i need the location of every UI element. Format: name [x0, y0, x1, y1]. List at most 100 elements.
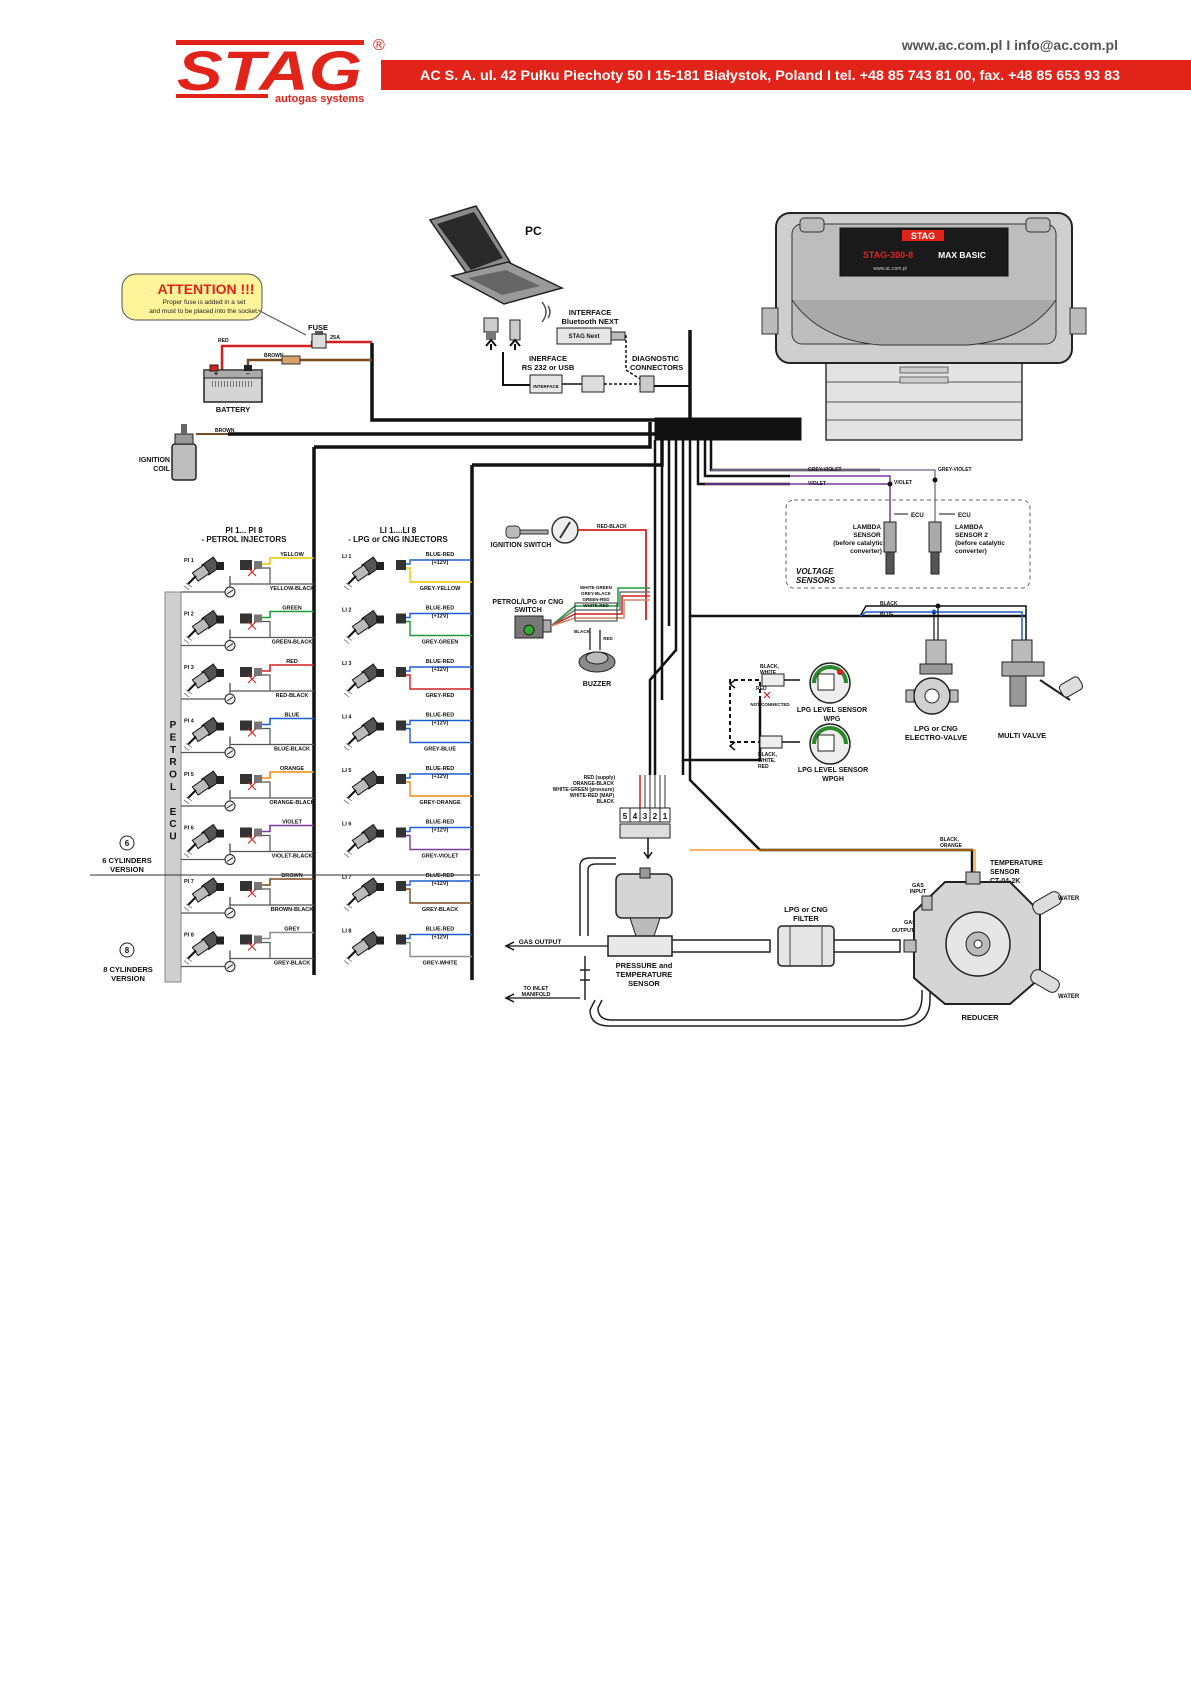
petrol-injector-icon	[183, 770, 224, 805]
ground-icon	[224, 800, 236, 812]
lambda-1-label-2: SENSOR	[853, 532, 881, 539]
fuel-switch-label-1: PETROL/LPG or CNG	[492, 599, 564, 606]
lpg-voltage-label: (+12V)	[432, 828, 449, 834]
petrol-injector-icon	[183, 663, 224, 698]
lambda-1-label-1: LAMBDA	[853, 524, 881, 531]
gas-input-label-2: INPUT	[910, 889, 927, 895]
petrol-wire-label: RED	[286, 659, 298, 665]
lambda-sensors: GREY-VIOLET VIOLET VIOLET GREY-VIOLET EC…	[705, 467, 1031, 589]
petrol-ecu-letter: T	[170, 745, 176, 756]
level-wire-black-white-1: BLACK,	[760, 664, 779, 670]
lpg-injectors-title-2: - LPG or CNG INJECTORS	[348, 535, 448, 544]
lambda-sensor-1-icon	[883, 521, 897, 575]
laptop-icon	[428, 205, 565, 305]
level-sensors: BLACK, WHITE RED NOT CONNECTED LPG LEVEL…	[728, 662, 868, 783]
ecu-url: www.ac.com.pl	[873, 266, 906, 272]
water-label-2: WATER	[1058, 994, 1080, 1000]
wpgh-wire-2: WHITE,	[758, 758, 776, 764]
map-pin-number: 1	[663, 812, 668, 821]
wpgh-wire-3: RED	[758, 764, 769, 770]
emulator-connector-icon	[240, 934, 262, 951]
map-wire-5: BLACK	[597, 799, 615, 805]
map-wire-4: WHITE-RED (MAP)	[570, 793, 614, 799]
fuse-icon	[311, 333, 327, 349]
logo-bar-top	[176, 40, 364, 45]
lambda-1-label-3: (before catalytic	[833, 540, 883, 547]
lpg-injector-icon	[343, 770, 384, 805]
lpg-injector-connector-icon	[396, 934, 406, 945]
petrol-wire-black-label: YELLOW-BLACK	[270, 586, 315, 592]
attention-title: ATTENTION !!!	[158, 281, 255, 297]
filter-icon	[777, 925, 835, 967]
lambda-wire-violet-2: VIOLET	[894, 480, 912, 486]
map-pin-number: 5	[623, 812, 628, 821]
gas-input-label-1: GAS	[912, 883, 924, 889]
gas-output-reducer-1: GAS	[904, 920, 916, 926]
electro-valve-label-2: ELECTRO-VALVE	[905, 733, 967, 742]
lpg-voltage-label: (+12V)	[432, 614, 449, 620]
harness-trunk	[654, 417, 802, 441]
petrol-injector-id: PI 4	[184, 719, 195, 725]
lpg-injector-connector-icon	[396, 560, 406, 570]
lambda-sensor-2-icon	[928, 521, 942, 575]
buzzer-icon	[578, 651, 616, 673]
lpg-injector-id: LI 8	[342, 929, 351, 935]
petrol-injector-id: PI 3	[184, 665, 194, 671]
lpg-injector-connector-icon	[396, 720, 406, 731]
petrol-injector-id: PI 7	[184, 879, 194, 885]
lpg-wire-label: BLUE-RED	[426, 713, 454, 719]
emulator-connector-icon	[240, 560, 262, 577]
emulator-connector-icon	[240, 774, 262, 791]
petrol-wire-label: YELLOW	[280, 552, 304, 558]
petrol-injector-id: PI 1	[184, 558, 194, 564]
ecu-model: STAG-300-8	[863, 250, 913, 260]
battery-icon	[203, 364, 263, 403]
bt-interface-box-text: STAG Next	[569, 334, 600, 340]
wpg-label-2: WPG	[824, 716, 841, 723]
emulator-connector-icon	[240, 613, 262, 630]
attention-line-1: Proper fuse is added in a set	[163, 299, 246, 306]
emulator-connector-icon	[240, 667, 262, 684]
petrol-ecu-letter: C	[169, 819, 176, 830]
pc-label: PC	[525, 224, 542, 238]
lpg-wire-label: BLUE-RED	[426, 873, 454, 879]
lpg-injector-icon	[343, 823, 384, 858]
pressure-label-1: PRESSURE and	[616, 961, 673, 970]
eight-cyl-label-1: 8 CYLINDERS	[103, 965, 153, 974]
petrol-wire-label: VIOLET	[282, 820, 303, 826]
wpgh-label-1: LPG LEVEL SENSOR	[798, 767, 868, 774]
petrol-wire-black-label: BLUE-BLACK	[274, 747, 310, 753]
wifi-icon	[541, 301, 551, 323]
valves: BLACK BLUE LPG or CNG ELECTRO-VALVE MULT…	[690, 601, 1084, 742]
wire-brown-battery: BROWN	[264, 353, 284, 359]
buzzer-label: BUZZER	[583, 681, 611, 688]
ignition-switch-label: IGNITION SWITCH	[491, 542, 552, 549]
lpg-voltage-label: (+12V)	[432, 774, 449, 780]
fuel-switch-wire-1: WHITE-GREEN	[580, 585, 612, 590]
lpg-voltage-label: (+12V)	[432, 560, 449, 566]
petrol-injector-row: PI 1 YELLOW YELLOW-BLACK	[181, 552, 315, 598]
ignition-key-icon	[505, 525, 521, 539]
wire-red-black-ignition: RED-BLACK	[597, 524, 627, 530]
lpg-wire-grey-label: GREY-BLUE	[424, 747, 456, 753]
lpg-injector-id: LI 3	[342, 661, 351, 667]
filter-label-2: FILTER	[793, 914, 819, 923]
header-address: AC S. A. ul. 42 Pułku Piechoty 50 I 15-1…	[420, 68, 1121, 83]
lpg-wire-grey-label: GREY-ORANGE	[419, 800, 461, 806]
wpgh-wire-1: BLACK,	[758, 752, 777, 758]
wpg-label-1: LPG LEVEL SENSOR	[797, 707, 867, 714]
petrol-wire-black-label: BROWN-BLACK	[271, 907, 313, 913]
petrol-wire-label: BLUE	[285, 713, 300, 719]
voltage-sensors-label-1: VOLTAGE	[796, 567, 834, 576]
inlet-label-1: TO INLET	[524, 986, 550, 992]
lpg-voltage-label: (+12V)	[432, 721, 449, 727]
lpg-voltage-label: (+12V)	[432, 667, 449, 673]
lambda-2-label-3: (before catalytic	[955, 540, 1005, 547]
lpg-wire-label: BLUE-RED	[426, 820, 454, 826]
address-bar	[381, 60, 1191, 90]
